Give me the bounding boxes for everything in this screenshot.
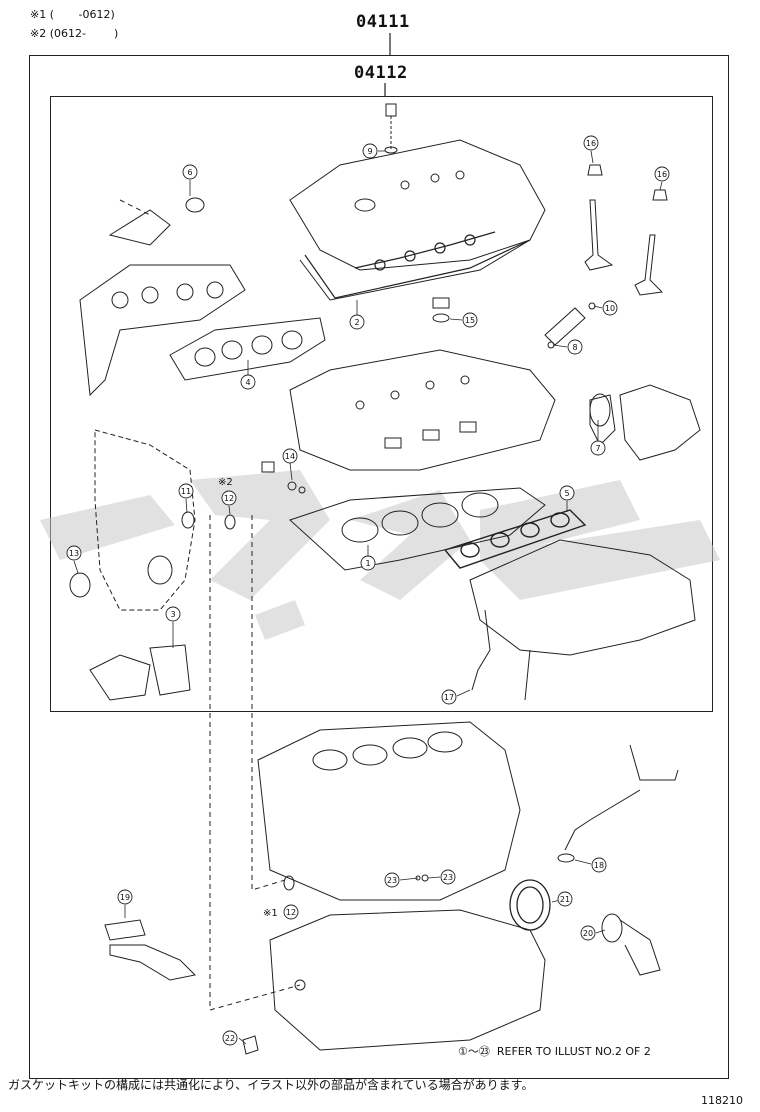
callout-22-label: 22	[225, 1034, 235, 1043]
rear-oil-seal	[509, 879, 551, 931]
callout-19-label: 19	[120, 893, 130, 902]
callout-6: 6	[182, 164, 198, 180]
outer-kit-frame	[29, 55, 729, 1079]
callout-1-label: 1	[365, 559, 370, 568]
oil-pan	[269, 909, 546, 1051]
callout-20-label: 20	[583, 929, 593, 938]
callout-16-right-label: 16	[657, 170, 667, 179]
cylinder-block	[257, 721, 521, 901]
callout-2: 2	[349, 314, 365, 330]
cam-seals	[261, 461, 306, 494]
kit-label-inner: 04112	[354, 63, 408, 83]
callout-12-lower-label: 12	[286, 908, 296, 917]
exhaust-manifold	[79, 197, 246, 397]
cylinder-head-gasket	[289, 487, 546, 571]
callout-19: 19	[117, 889, 133, 905]
kit-label-outer: 04111	[356, 12, 410, 32]
mark-x2: ※2	[218, 477, 233, 488]
exhaust-manifold-gasket	[169, 317, 326, 381]
callout-markers: 1 2 3 4 5 6 7 8 9 10 11 12 12 13 14 15 1…	[66, 135, 670, 1046]
callout-23-left-label: 23	[387, 876, 397, 885]
inner-kit-frame	[50, 96, 713, 712]
callout-15: 15	[462, 312, 478, 328]
intake-manifold	[469, 539, 696, 701]
callout-21-label: 21	[560, 895, 570, 904]
callout-6-label: 6	[187, 168, 192, 177]
callout-22: 22	[222, 1030, 238, 1046]
watermark-logo	[40, 470, 720, 640]
callout-21: 21	[557, 891, 573, 907]
callout-1: 1	[360, 555, 376, 571]
callout-10: 10	[602, 300, 618, 316]
callout-12-lower: 12	[283, 904, 299, 920]
callout-2-label: 2	[354, 318, 359, 327]
callout-23-right-label: 23	[443, 873, 453, 882]
valves	[584, 164, 668, 296]
fuel-injector	[544, 302, 596, 349]
water-pump	[89, 644, 191, 701]
note-2: ※2 (0612- )	[30, 27, 119, 40]
callout-10-label: 10	[605, 304, 615, 313]
callout-11: 11	[178, 483, 194, 499]
callout-16-left: 16	[583, 135, 599, 151]
water-bypass-pipe	[557, 744, 679, 863]
small-gaskets	[242, 393, 611, 1055]
assembly-dashed-links	[119, 199, 301, 1011]
callout-16-left-label: 16	[586, 139, 596, 148]
footer-note: ガスケットキットの構成には共通化により、イラスト以外の部品が含まれている場合があ…	[8, 1078, 534, 1092]
callout-18-label: 18	[594, 861, 604, 870]
water-inlet-housing	[601, 913, 661, 976]
callout-23-right: 23	[440, 869, 456, 885]
callout-8-label: 8	[572, 343, 577, 352]
cylinder-head	[289, 349, 556, 471]
callout-5-label: 5	[564, 489, 569, 498]
oil-outlet-pipe	[104, 919, 197, 981]
callout-leaders	[73, 150, 663, 1045]
callout-13-label: 13	[69, 549, 79, 558]
intake-manifold-gasket	[443, 509, 587, 569]
callout-5: 5	[559, 485, 575, 501]
callout-7: 7	[590, 440, 606, 456]
callout-7-label: 7	[595, 444, 600, 453]
callout-15-label: 15	[465, 316, 475, 325]
callout-8: 8	[567, 339, 583, 355]
callout-20: 20	[580, 925, 596, 941]
callout-17-label: 17	[444, 693, 454, 702]
oil-filler-cap	[432, 297, 450, 323]
callout-18: 18	[591, 857, 607, 873]
callout-16-right: 16	[654, 166, 670, 182]
valve-cover	[289, 139, 546, 301]
valve-cover-gasket	[304, 231, 531, 299]
callout-9-label: 9	[367, 147, 372, 156]
front-seal	[69, 511, 236, 598]
callout-12-upper: 12	[221, 490, 237, 506]
water-outlet	[589, 384, 701, 461]
mark-x1: ※1	[263, 908, 278, 919]
callout-3: 3	[165, 606, 181, 622]
note-1: ※1 ( -0612)	[30, 8, 115, 21]
callout-3-label: 3	[170, 610, 175, 619]
callout-23-left: 23	[384, 872, 400, 888]
callout-17: 17	[441, 689, 457, 705]
callout-4-label: 4	[245, 378, 250, 387]
callout-4: 4	[240, 374, 256, 390]
callout-14: 14	[282, 448, 298, 464]
callout-13: 13	[66, 545, 82, 561]
callout-11-label: 11	[181, 487, 191, 496]
dipstick-tube	[471, 609, 491, 691]
timing-chain-cover	[94, 429, 196, 611]
refer-note: ①～㉓ REFER TO ILLUST NO.2 OF 2	[458, 1045, 651, 1058]
figure-number: 118210	[701, 1094, 743, 1107]
cover-bolt	[384, 103, 398, 154]
callout-12-upper-label: 12	[224, 494, 234, 503]
callout-14-label: 14	[285, 452, 295, 461]
callout-9: 9	[362, 143, 378, 159]
